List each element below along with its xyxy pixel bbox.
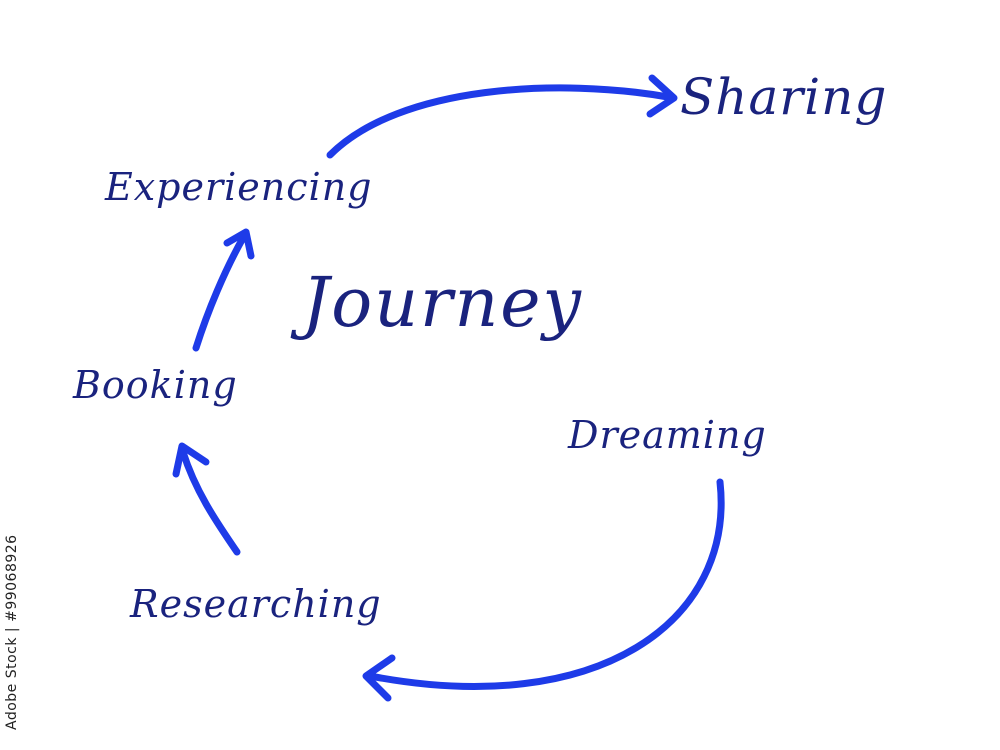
stock-id-watermark: Adobe Stock | #99068926	[4, 534, 20, 730]
arrow-dreaming-to-researching	[366, 478, 725, 690]
stage-label-experiencing: Experiencing	[105, 165, 373, 209]
stage-label-dreaming: Dreaming	[568, 413, 767, 457]
arrow-head-sharing	[646, 74, 678, 118]
diagram-title: Journey	[302, 264, 583, 343]
arrow-booking-to-experiencing	[192, 234, 247, 352]
arrow-experiencing-to-sharing	[326, 84, 672, 159]
stage-label-sharing: Sharing	[680, 68, 888, 126]
stage-label-booking: Booking	[73, 363, 238, 407]
arrow-researching-to-booking	[179, 448, 241, 556]
stage-label-researching: Researching	[130, 582, 382, 626]
arrow-head-experiencing	[223, 228, 255, 260]
arrow-head-booking	[172, 442, 210, 478]
arrow-head-researching	[362, 654, 396, 702]
